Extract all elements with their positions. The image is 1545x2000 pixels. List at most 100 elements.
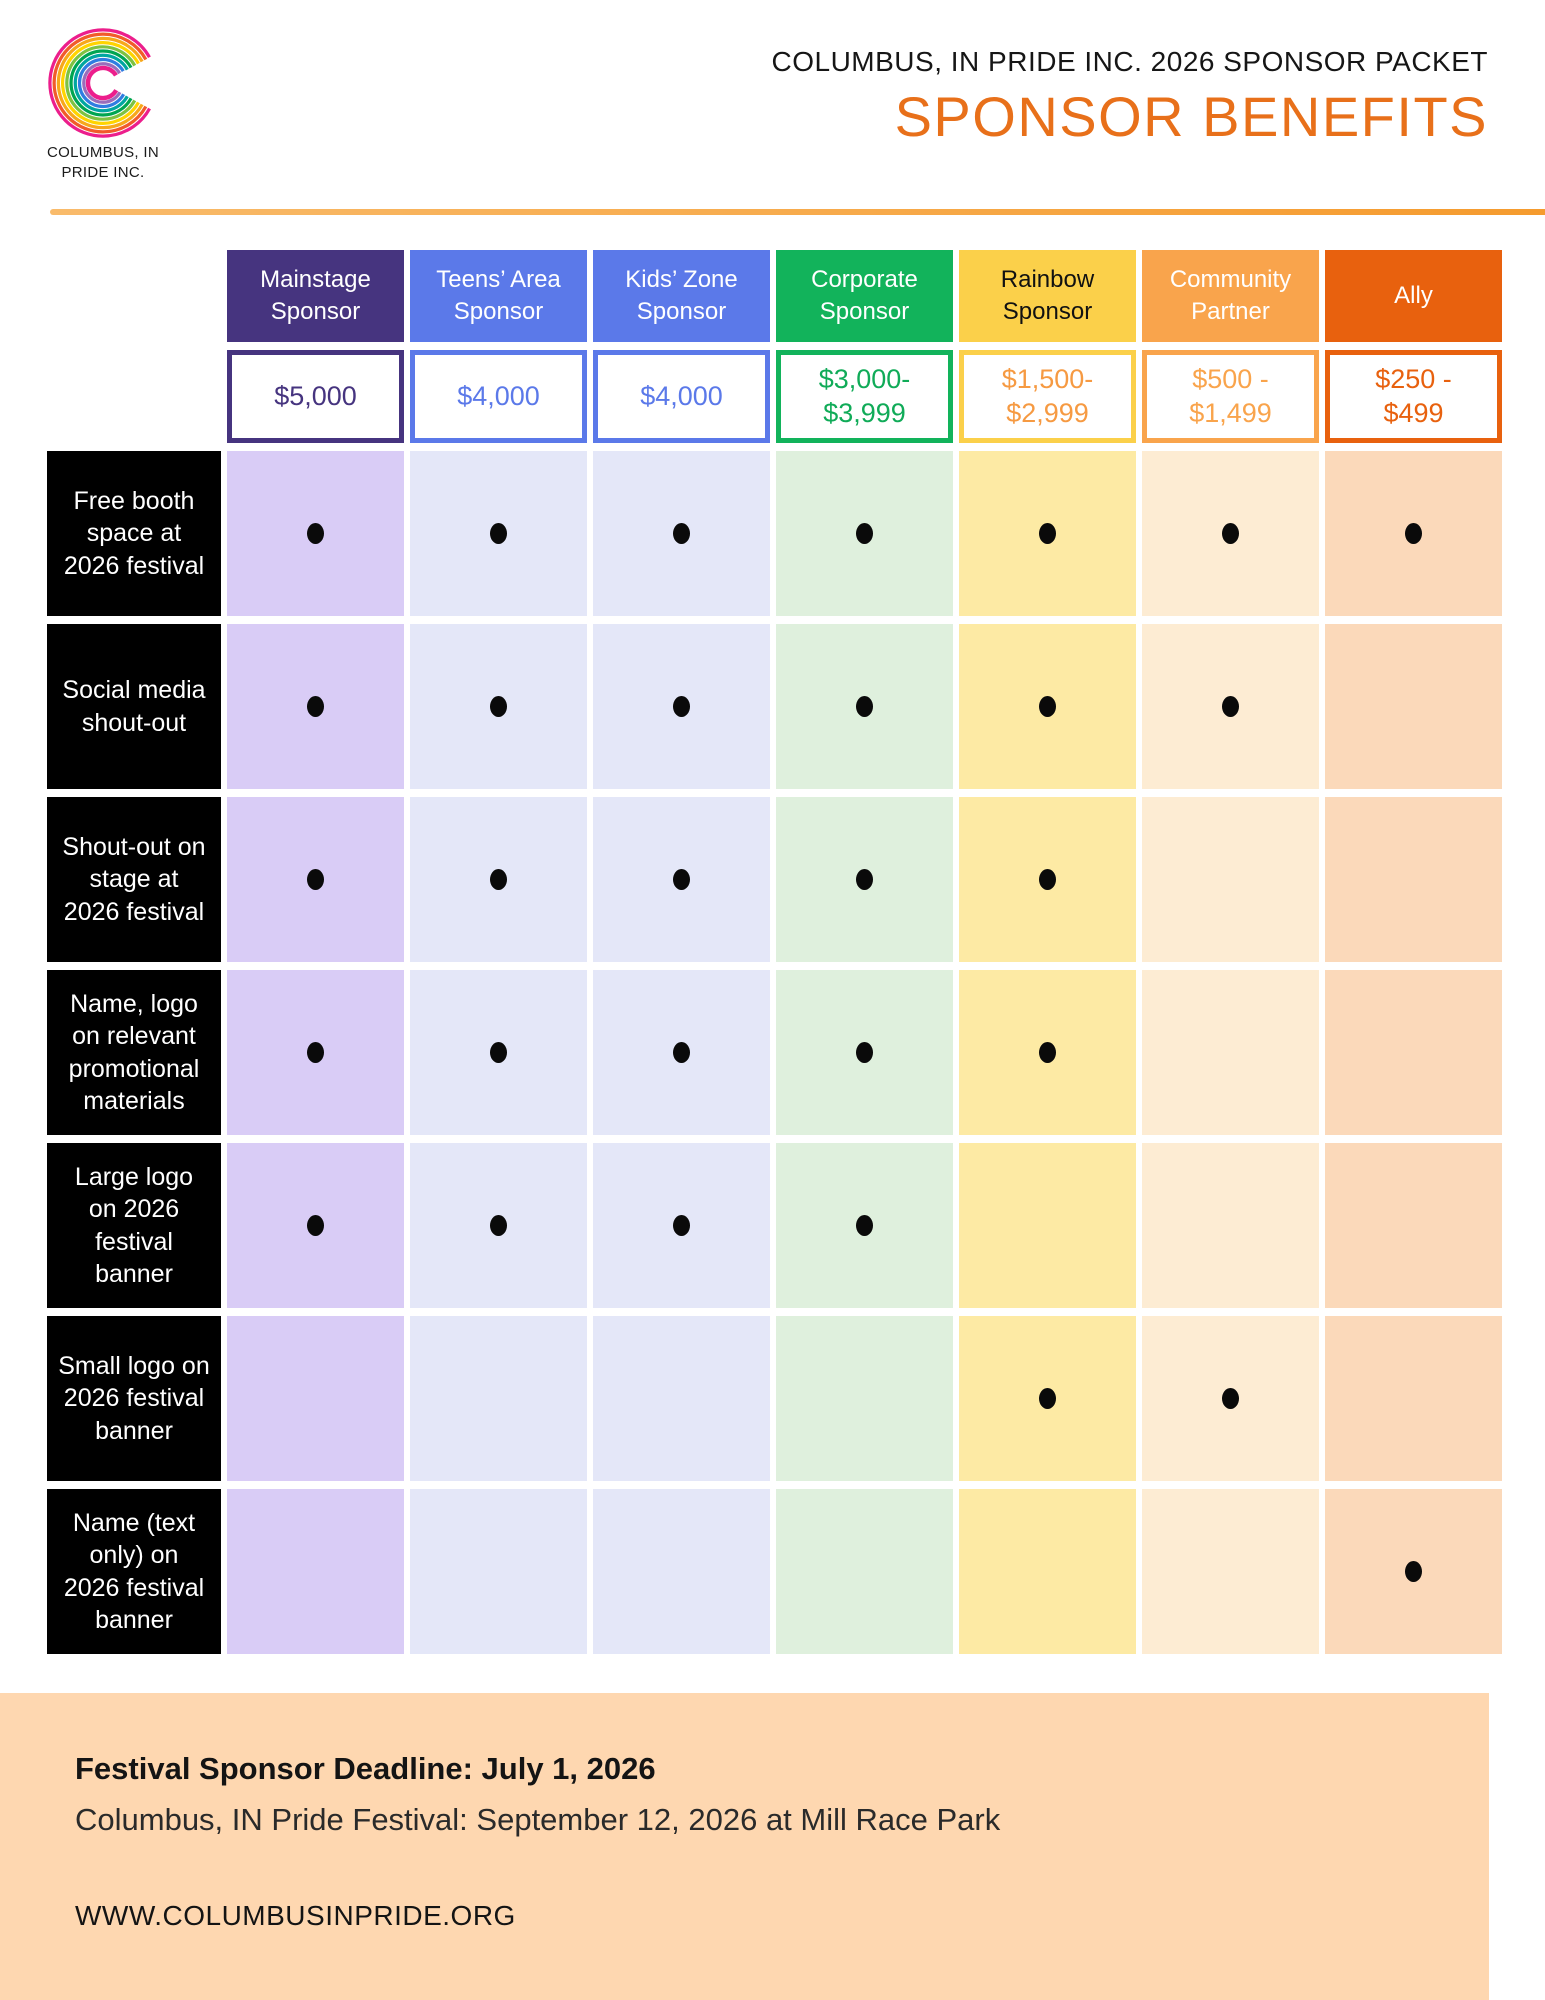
benefit-cell-rainbow-4 [959, 1143, 1136, 1308]
logo-ring [48, 28, 158, 138]
benefit-cell-community-4 [1142, 1143, 1319, 1308]
benefit-cell-mainstage-1 [227, 624, 404, 789]
benefit-cell-ally-5 [1325, 1316, 1502, 1481]
benefit-label-6: Name (text only) on 2026 festival banner [47, 1489, 221, 1654]
benefit-cell-corporate-1 [776, 624, 953, 789]
dot-icon [673, 869, 690, 890]
website-text: WWW.COLUMBUSINPRIDE.ORG [75, 1900, 516, 1931]
dot-icon [307, 869, 324, 890]
dot-icon [490, 1042, 507, 1063]
benefit-cell-mainstage-2 [227, 797, 404, 962]
dot-icon [307, 696, 324, 717]
dot-icon [1039, 696, 1056, 717]
benefit-cell-ally-6 [1325, 1489, 1502, 1654]
benefit-cell-kids-zone-5 [593, 1316, 770, 1481]
benefit-cell-corporate-4 [776, 1143, 953, 1308]
benefit-cell-kids-zone-2 [593, 797, 770, 962]
tier-header-mainstage: Mainstage Sponsor [227, 250, 404, 342]
benefit-label-4: Large logo on 2026 festival banner [47, 1143, 221, 1308]
benefit-cell-mainstage-3 [227, 970, 404, 1135]
tier-header-teens-area: Teens’ Area Sponsor [410, 250, 587, 342]
benefit-cell-rainbow-6 [959, 1489, 1136, 1654]
benefit-cell-corporate-2 [776, 797, 953, 962]
dot-icon [1039, 523, 1056, 544]
event-text: Columbus, IN Pride Festival: September 1… [75, 1802, 1001, 1837]
dot-icon [1039, 1388, 1056, 1409]
benefit-label-2: Shout-out on stage at 2026 festival [47, 797, 221, 962]
dot-icon [856, 869, 873, 890]
dot-icon [1039, 1042, 1056, 1063]
benefit-cell-kids-zone-0 [593, 451, 770, 616]
dot-icon [490, 696, 507, 717]
benefit-cell-kids-zone-3 [593, 970, 770, 1135]
tier-header-rainbow: Rainbow Sponsor [959, 250, 1136, 342]
dot-icon [307, 1215, 324, 1236]
dot-icon [1405, 523, 1422, 544]
dot-icon [1039, 869, 1056, 890]
dot-icon [307, 1042, 324, 1063]
benefit-cell-corporate-6 [776, 1489, 953, 1654]
logo-ring [73, 53, 133, 113]
benefit-cell-rainbow-1 [959, 624, 1136, 789]
benefit-cell-kids-zone-1 [593, 624, 770, 789]
benefit-cell-teens-area-5 [410, 1316, 587, 1481]
logo-ring [60, 40, 146, 126]
logo-ring [65, 45, 141, 121]
benefit-cell-teens-area-2 [410, 797, 587, 962]
benefit-cell-ally-3 [1325, 970, 1502, 1135]
benefit-cell-teens-area-0 [410, 451, 587, 616]
benefit-cell-teens-area-4 [410, 1143, 587, 1308]
benefit-cell-rainbow-3 [959, 970, 1136, 1135]
page-title: SPONSOR BENEFITS [894, 85, 1488, 148]
benefit-cell-rainbow-5 [959, 1316, 1136, 1481]
dot-icon [673, 1042, 690, 1063]
benefit-cell-kids-zone-4 [593, 1143, 770, 1308]
dot-icon [1222, 1388, 1239, 1409]
benefit-cell-ally-2 [1325, 797, 1502, 962]
benefit-cell-community-1 [1142, 624, 1319, 789]
dot-icon [856, 1215, 873, 1236]
tier-header-corporate: Corporate Sponsor [776, 250, 953, 342]
dot-icon [856, 1042, 873, 1063]
logo-ring [56, 36, 150, 130]
dot-icon [1222, 696, 1239, 717]
dot-icon [1222, 523, 1239, 544]
price-cell-mainstage: $5,000 [227, 350, 404, 443]
benefit-label-3: Name, logo on relevant promotional mater… [47, 970, 221, 1135]
benefit-cell-mainstage-4 [227, 1143, 404, 1308]
logo-ring [52, 32, 154, 134]
benefit-cell-mainstage-5 [227, 1316, 404, 1481]
dot-icon [1405, 1561, 1422, 1582]
price-cell-community: $500 - $1,499 [1142, 350, 1319, 443]
benefit-cell-rainbow-0 [959, 451, 1136, 616]
price-cell-teens-area: $4,000 [410, 350, 587, 443]
benefit-cell-corporate-0 [776, 451, 953, 616]
dot-icon [856, 696, 873, 717]
logo-wordmark-line2: PRIDE INC. [61, 163, 145, 181]
dot-icon [490, 523, 507, 544]
logo-ring [85, 65, 121, 101]
benefit-cell-ally-0 [1325, 451, 1502, 616]
benefit-cell-corporate-3 [776, 970, 953, 1135]
benefit-cell-mainstage-0 [227, 451, 404, 616]
corner-spacer [47, 250, 221, 342]
dot-icon [490, 1215, 507, 1236]
benefit-cell-teens-area-6 [410, 1489, 587, 1654]
dot-icon [673, 696, 690, 717]
sponsor-footer: Festival Sponsor Deadline: July 1, 2026 … [0, 1693, 1489, 2000]
deadline-text: Festival Sponsor Deadline: July 1, 2026 [75, 1751, 656, 1786]
benefit-cell-corporate-5 [776, 1316, 953, 1481]
benefit-label-1: Social media shout-out [47, 624, 221, 789]
benefit-label-0: Free booth space at 2026 festival [47, 451, 221, 616]
packet-subtitle: COLUMBUS, IN PRIDE INC. 2026 SPONSOR PAC… [771, 46, 1488, 77]
benefit-cell-community-0 [1142, 451, 1319, 616]
dot-icon [856, 523, 873, 544]
logo-ring [69, 49, 137, 117]
dot-icon [673, 523, 690, 544]
benefit-cell-ally-1 [1325, 624, 1502, 789]
logo-ring [77, 57, 129, 109]
pride-logo [48, 28, 158, 138]
dot-icon [490, 869, 507, 890]
